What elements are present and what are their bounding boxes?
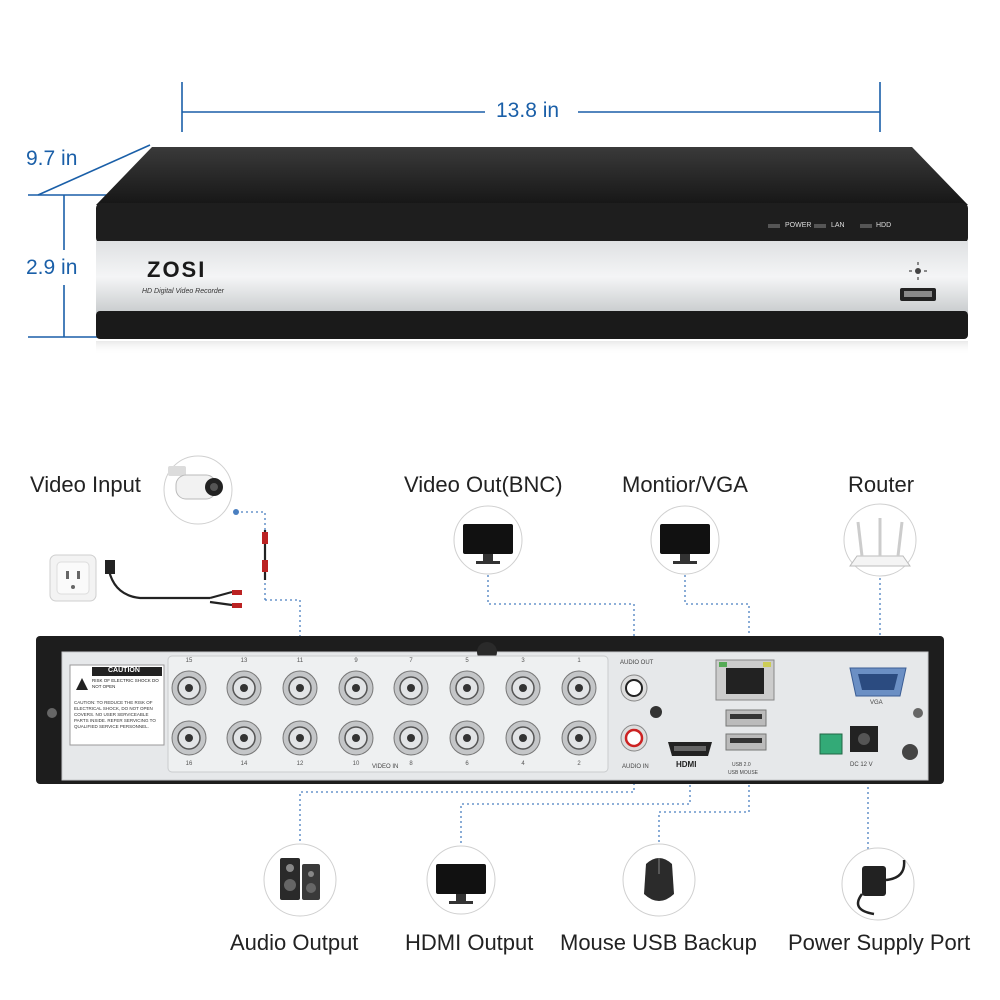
dimension-lines	[28, 82, 881, 338]
bnc-connector[interactable]	[505, 670, 541, 706]
label-hdmi-output: HDMI Output	[405, 930, 534, 955]
model-text: HD Digital Video Recorder	[142, 288, 224, 295]
led-hdd-label: HDD	[876, 222, 892, 229]
dvr-front: ZOSI HD Digital Video Recorder POWER LAN…	[92, 145, 972, 355]
panel-screw-icon	[650, 706, 662, 718]
bnc-channel-number: 16	[186, 761, 193, 767]
vga-port[interactable]	[849, 667, 907, 697]
cable-connector-icon	[232, 532, 268, 608]
vga-monitor-icon	[650, 505, 720, 575]
hdmi-label: HDMI	[676, 760, 697, 769]
label-mouse-usb-backup: Mouse USB Backup	[560, 930, 757, 955]
bnc-connector-group: 15 13 11 9 7 5 3 1 16 14 12 10 8 6 4 2	[171, 658, 597, 767]
depth-dimension: 9.7 in	[26, 147, 78, 171]
bnc-channel-number: 6	[465, 761, 469, 767]
usb-label-bottom: USB MOUSE	[728, 770, 759, 776]
camera-icon	[163, 455, 233, 525]
bnc-connector[interactable]	[393, 720, 429, 756]
dvr-rear-panel	[36, 636, 944, 784]
label-monitor-vga: Montior/VGA	[622, 472, 748, 497]
power-outlet-icon	[49, 554, 97, 602]
led-power-label: POWER	[785, 222, 812, 229]
monitor-icon	[453, 505, 523, 575]
bnc-channel-number: 1	[577, 658, 581, 664]
caution-body: CAUTION: TO REDUCE THE RISK OF ELECTRICA…	[74, 700, 156, 729]
bnc-connector[interactable]	[171, 720, 207, 756]
bnc-connector[interactable]	[449, 670, 485, 706]
bnc-channel-number: 7	[409, 658, 413, 664]
bnc-connector[interactable]	[282, 720, 318, 756]
power-terminal[interactable]	[819, 726, 878, 755]
label-power-supply-port: Power Supply Port	[788, 930, 971, 955]
audio-in-jack[interactable]	[620, 724, 648, 752]
bnc-connector[interactable]	[282, 670, 318, 706]
brand-logo: ZOSI	[147, 257, 207, 282]
width-dimension: 13.8 in	[496, 99, 560, 123]
usb-label-top: USB 2.0	[732, 762, 751, 768]
vga-label: VGA	[870, 700, 883, 706]
usb-port-top[interactable]	[725, 709, 767, 727]
bnc-connector[interactable]	[505, 720, 541, 756]
video-in-label: VIDEO IN	[372, 764, 399, 770]
bnc-channel-number: 4	[521, 761, 525, 767]
label-audio-output: Audio Output	[230, 930, 359, 955]
bnc-channel-number: 3	[521, 658, 525, 664]
audio-out-jack[interactable]	[620, 674, 648, 702]
bnc-channel-number: 11	[297, 658, 304, 664]
hdmi-monitor-icon	[426, 845, 496, 915]
bnc-channel-number: 5	[465, 658, 469, 664]
dvr-front-body	[96, 147, 968, 355]
power-adapter-icon	[841, 847, 915, 921]
bnc-channel-number: 10	[353, 761, 360, 767]
dc-label: DC 12 V	[850, 762, 873, 768]
bnc-channel-number: 13	[241, 658, 248, 664]
audio-out-label: AUDIO OUT	[620, 660, 654, 666]
led-lan-label: LAN	[831, 222, 845, 229]
router-icon	[843, 503, 917, 577]
height-dimension: 2.9 in	[26, 256, 78, 280]
hdmi-port[interactable]	[668, 742, 712, 756]
usb-port-bottom[interactable]	[725, 733, 767, 751]
bnc-connector[interactable]	[449, 720, 485, 756]
mouse-icon	[622, 843, 696, 917]
caution-label	[69, 664, 165, 746]
bnc-connector[interactable]	[226, 670, 262, 706]
bnc-connector[interactable]	[171, 670, 207, 706]
label-router: Router	[848, 472, 915, 497]
bnc-connector[interactable]	[226, 720, 262, 756]
caution-subtitle: RISK OF ELECTRIC SHOCK DO NOT OPEN	[92, 678, 159, 689]
bnc-channel-number: 14	[241, 761, 248, 767]
bnc-connector[interactable]	[338, 670, 374, 706]
bnc-connector[interactable]	[393, 670, 429, 706]
bnc-channel-number: 8	[409, 761, 413, 767]
label-video-out-bnc: Video Out(BNC)	[404, 472, 563, 497]
speaker-icon	[263, 843, 337, 917]
bnc-channel-number: 12	[297, 761, 304, 767]
bnc-channel-number: 2	[577, 761, 581, 767]
bnc-connector[interactable]	[338, 720, 374, 756]
bnc-connector[interactable]	[561, 720, 597, 756]
bnc-connector[interactable]	[561, 670, 597, 706]
lan-port[interactable]	[715, 659, 775, 701]
caution-title: CAUTION	[108, 667, 140, 674]
bnc-channel-number: 15	[186, 658, 193, 664]
label-video-input: Video Input	[30, 472, 141, 497]
audio-in-label: AUDIO IN	[622, 764, 649, 770]
power-plug-icon	[105, 560, 115, 574]
bnc-channel-number: 9	[354, 658, 358, 664]
